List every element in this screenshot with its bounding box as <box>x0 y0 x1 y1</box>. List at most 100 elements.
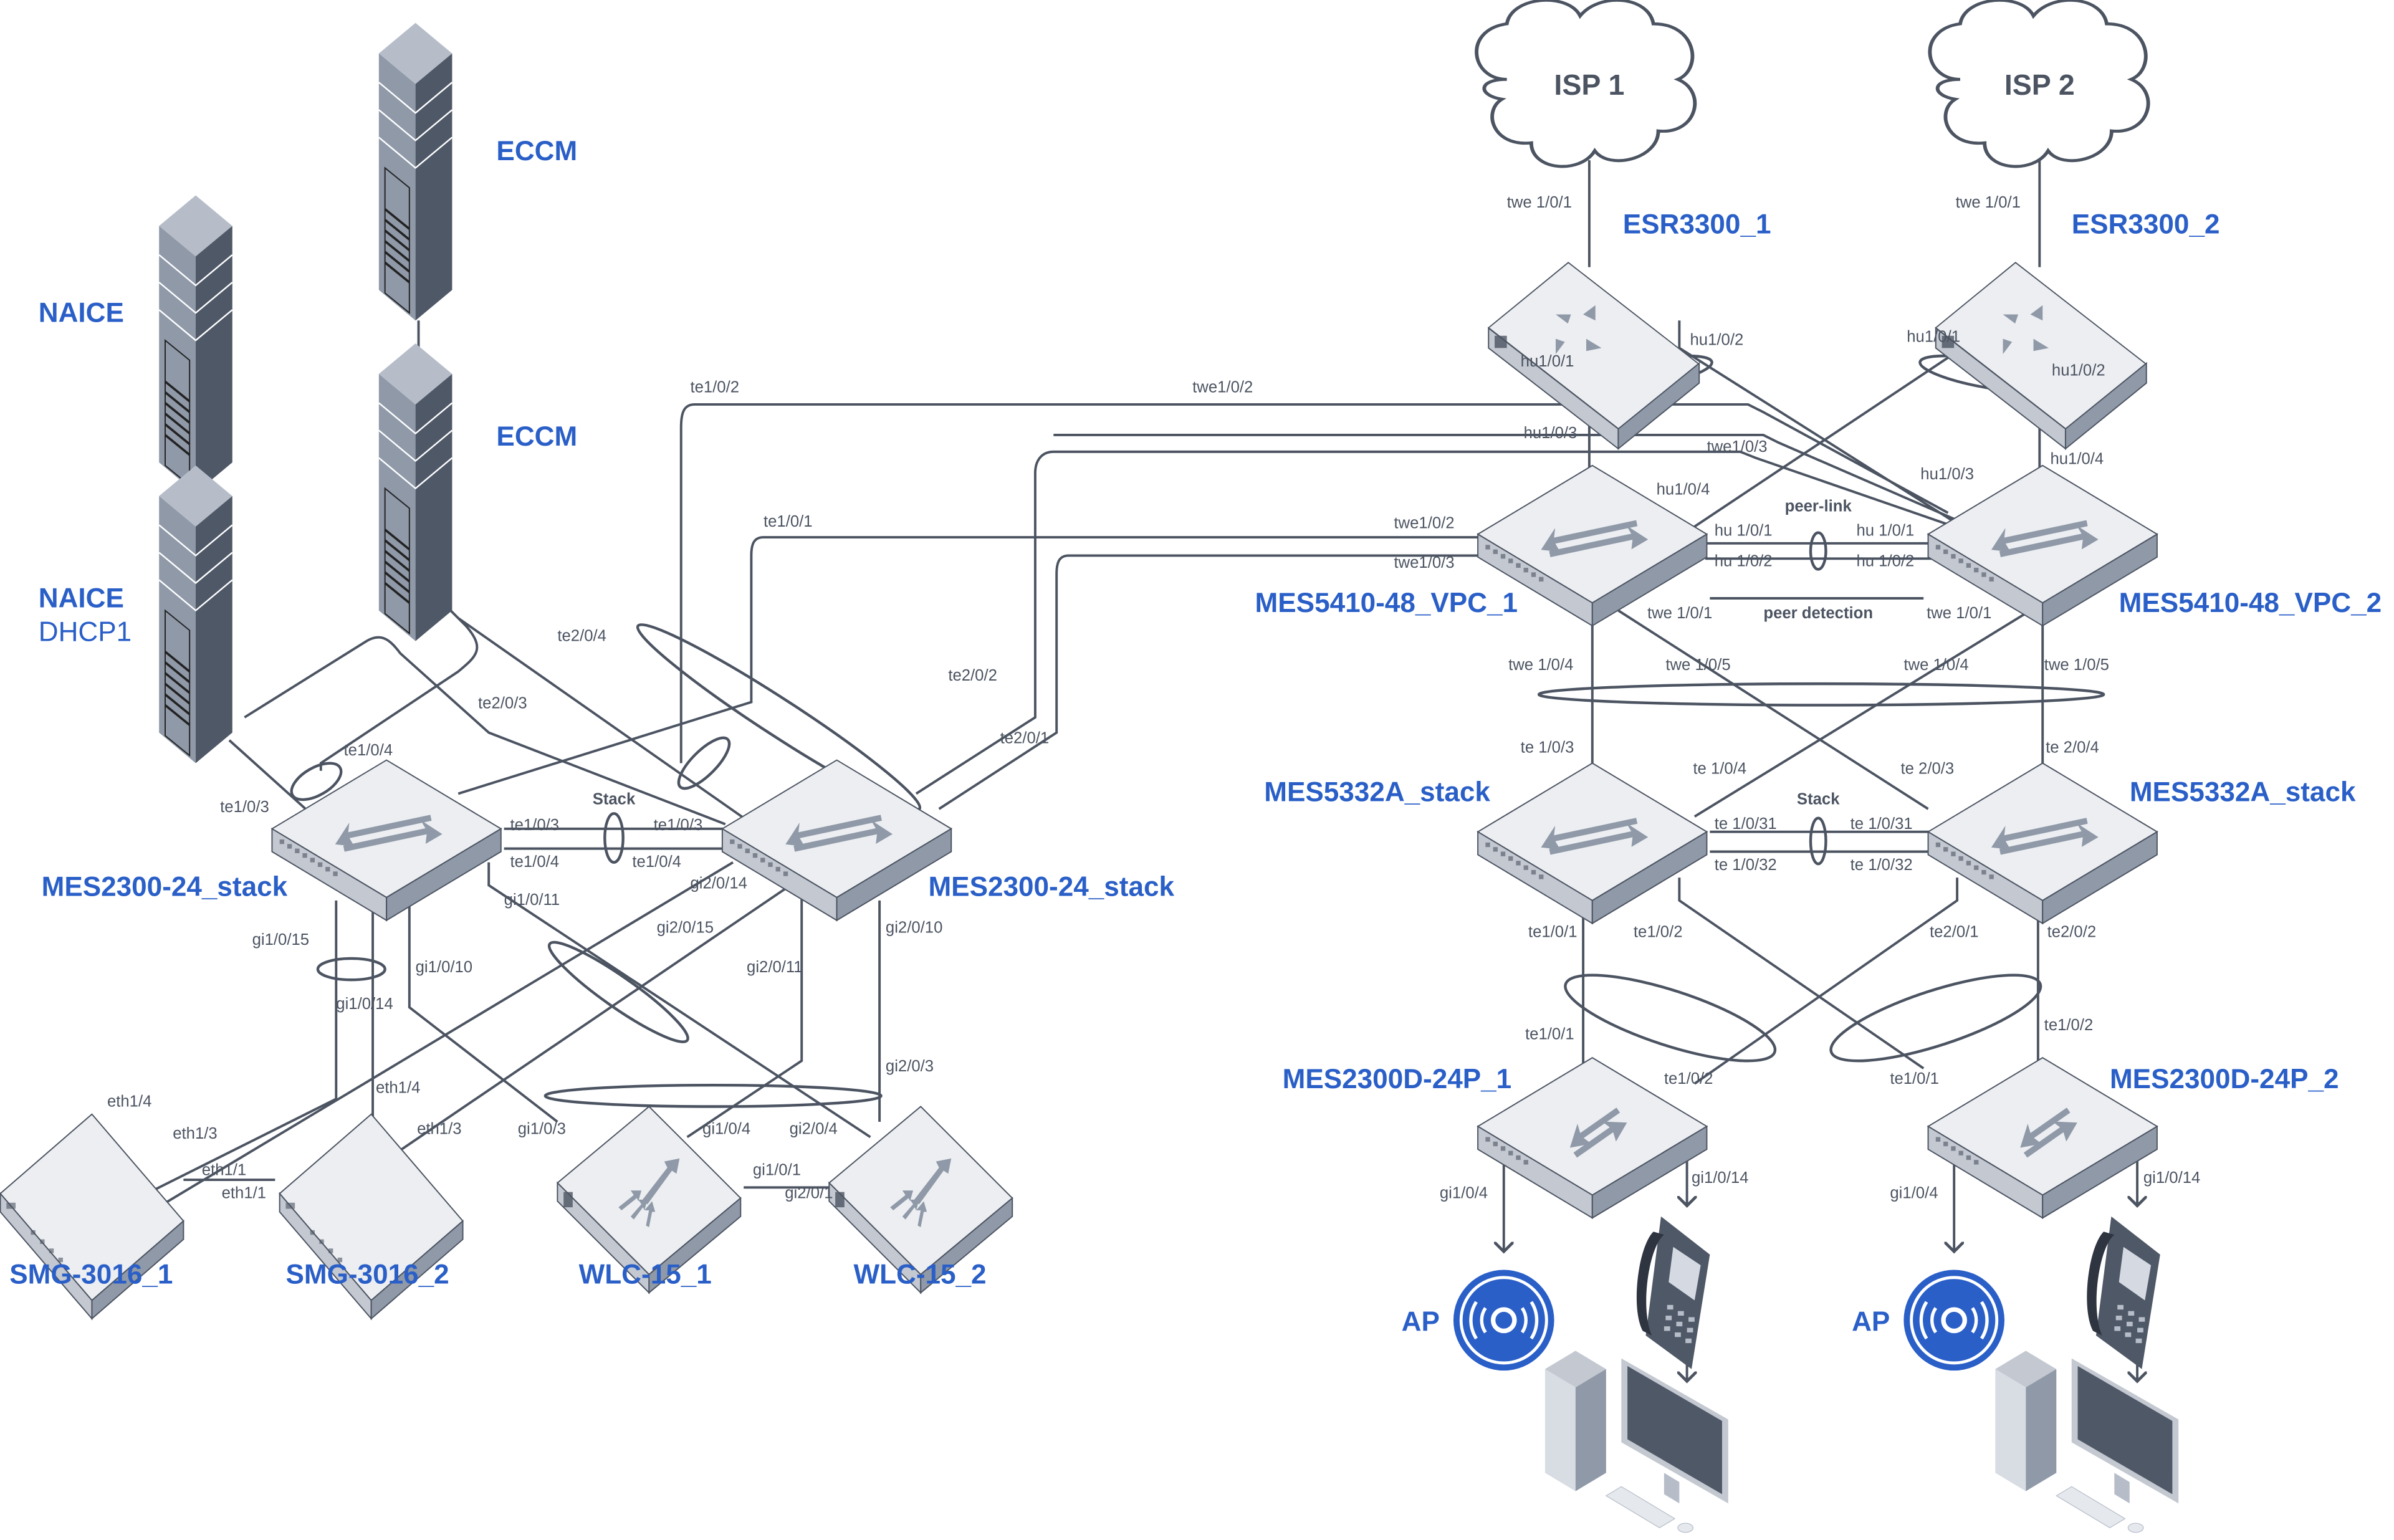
port-label: gi2/0/11 <box>747 959 803 976</box>
port-label: te2/0/4 <box>557 628 606 645</box>
port-label: twe 1/0/1 <box>1507 194 1572 211</box>
port-label: te1/0/3 <box>220 798 269 816</box>
port-label: gi1/0/4 <box>702 1121 750 1138</box>
label-esr3300-1: ESR3300_1 <box>1623 209 1771 240</box>
label-naice-dhcp1: NAICE <box>39 583 124 614</box>
port-label: te2/0/1 <box>1930 924 1979 941</box>
port-label: te2/0/1 <box>1000 730 1050 747</box>
port-label: hu1/0/2 <box>1690 331 1744 348</box>
label-eccm-1: ECCM <box>496 136 577 166</box>
port-label: hu1/0/3 <box>1524 424 1578 442</box>
port-label: hu1/0/2 <box>2052 361 2105 379</box>
port-label: twe 1/0/4 <box>1903 656 1968 674</box>
port-label: gi2/0/14 <box>690 874 747 892</box>
server-naice-dhcp1[interactable] <box>158 464 234 765</box>
port-label: eth1/1 <box>222 1184 266 1202</box>
port-label: hu 1/0/2 <box>1715 553 1773 570</box>
port-label: gi2/0/3 <box>886 1058 934 1075</box>
port-label: gi2/0/10 <box>886 919 942 936</box>
port-label: gi1/0/14 <box>2143 1169 2200 1187</box>
access-point-icon-1[interactable] <box>1453 1270 1554 1371</box>
ip-phone-icon-2[interactable] <box>2087 1216 2160 1369</box>
label-wlc-2: WLC-15_2 <box>853 1260 986 1290</box>
port-label: twe1/0/2 <box>1192 378 1253 396</box>
label-ap-2: AP <box>1852 1306 1890 1337</box>
workstation-icon-1[interactable] <box>1544 1350 1729 1533</box>
port-label: twe 1/0/1 <box>1647 605 1712 622</box>
router-esr3300-2[interactable] <box>1935 261 2147 450</box>
port-label: te 1/0/32 <box>1851 856 1913 874</box>
port-label: twe 1/0/4 <box>1508 656 1573 674</box>
port-label: gi1/0/1 <box>753 1162 801 1179</box>
port-label: hu 1/0/2 <box>1856 553 1914 570</box>
port-label: te 1/0/3 <box>1521 739 1574 756</box>
label-smg-2: SMG-3016_2 <box>285 1260 449 1290</box>
server-eccm-2[interactable] <box>378 342 454 643</box>
label-mes2300-stack-1: MES2300-24_stack <box>42 872 288 902</box>
label-eccm-2: ECCM <box>496 421 577 452</box>
port-label: gi1/0/10 <box>416 959 472 976</box>
port-label: te1/0/3 <box>654 816 703 834</box>
port-label: gi1/0/15 <box>252 931 309 949</box>
port-label: gi1/0/3 <box>518 1121 566 1138</box>
switch-mes5332a-stack-2[interactable] <box>1927 762 2158 924</box>
port-label: twe 1/0/5 <box>1665 656 1730 674</box>
tag-peer-link: peer-link <box>1785 497 1852 515</box>
port-label: te1/0/1 <box>764 513 813 530</box>
port-label: gi1/0/14 <box>1692 1169 1748 1187</box>
port-label: te1/0/4 <box>510 853 559 871</box>
port-label: te2/0/2 <box>2047 924 2097 941</box>
port-label: te1/0/1 <box>1525 1026 1574 1043</box>
label-esr3300-2: ESR3300_2 <box>2072 209 2220 240</box>
label-mes2300d-2: MES2300D-24P_2 <box>2110 1064 2339 1094</box>
access-point-icon-2[interactable] <box>1903 1270 2004 1371</box>
port-label: te 2/0/3 <box>1900 760 1954 778</box>
port-label: te1/0/1 <box>1890 1070 1939 1088</box>
isp1-label: ISP 1 <box>1554 69 1624 101</box>
port-label: te 1/0/4 <box>1693 760 1746 778</box>
port-label: gi2/0/4 <box>790 1121 838 1138</box>
port-labels: twe 1/0/1 twe 1/0/1 hu1/0/1 hu1/0/2 hu1/… <box>107 194 2200 1202</box>
port-label: gi1/0/4 <box>1440 1184 1488 1202</box>
label-mes2300d-1: MES2300D-24P_1 <box>1283 1064 1512 1094</box>
ip-phone-icon-1[interactable] <box>1636 1216 1710 1369</box>
device-labels: ESR3300_1 ESR3300_2 MES5410-48_VPC_1 MES… <box>9 136 2382 1337</box>
port-label: eth1/4 <box>107 1093 151 1110</box>
isp2-label: ISP 2 <box>2004 69 2075 101</box>
label-wlc-1: WLC-15_1 <box>579 1260 712 1290</box>
switch-mes2300-24-stack-1[interactable] <box>271 759 502 921</box>
port-label: eth1/3 <box>173 1125 217 1142</box>
port-label: eth1/3 <box>417 1121 461 1138</box>
port-label: te1/0/2 <box>1634 924 1683 941</box>
server-naice[interactable] <box>158 194 234 494</box>
switch-mes5332a-stack-1[interactable] <box>1477 762 1708 924</box>
port-label: gi1/0/14 <box>336 995 393 1013</box>
port-label: gi2/0/1 <box>785 1184 833 1202</box>
tag-stack-right: Stack <box>1797 791 1840 808</box>
port-label: te2/0/3 <box>478 694 527 712</box>
label-dhcp1: DHCP1 <box>39 617 132 648</box>
server-eccm-1[interactable] <box>378 21 454 322</box>
port-label: te1/0/3 <box>510 816 559 834</box>
port-label: hu1/0/1 <box>1521 353 1574 370</box>
port-label: hu 1/0/1 <box>1856 522 1914 540</box>
port-label: te1/0/2 <box>1664 1070 1713 1088</box>
port-label: te1/0/1 <box>1528 924 1578 941</box>
tag-stack-left: Stack <box>593 791 636 808</box>
switch-mes2300-24-stack-2[interactable] <box>721 759 952 921</box>
port-label: twe 1/0/5 <box>2044 656 2109 674</box>
port-label: te 2/0/4 <box>2046 739 2099 756</box>
port-label: te1/0/2 <box>2044 1016 2094 1034</box>
port-label: gi2/0/15 <box>657 919 714 936</box>
port-label: te 1/0/31 <box>1851 815 1913 833</box>
port-label: hu1/0/1 <box>1907 328 1960 346</box>
port-label: eth1/1 <box>202 1162 246 1179</box>
port-label: te 1/0/31 <box>1715 815 1777 833</box>
label-mes5332-1: MES5332A_stack <box>1264 777 1490 808</box>
port-label: te2/0/2 <box>948 667 997 684</box>
tag-peer-detection: peer detection <box>1763 605 1873 622</box>
label-ap-1: AP <box>1402 1306 1440 1337</box>
port-label: te1/0/4 <box>344 742 393 759</box>
workstation-icon-2[interactable] <box>1994 1350 2179 1533</box>
